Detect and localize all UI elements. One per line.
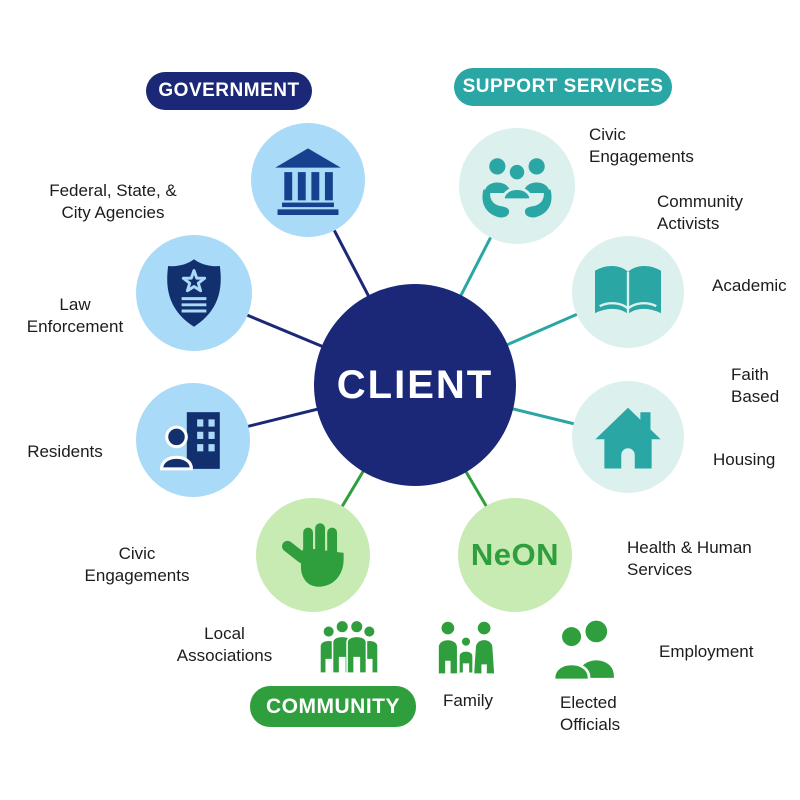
label-housing: Housing [713, 450, 776, 469]
bank-icon [275, 148, 341, 215]
family-icon-box [437, 618, 495, 683]
node-academic [572, 236, 684, 348]
label-civic-engagements-right: Civic Engagements [589, 125, 694, 166]
community-badge: COMMUNITY [250, 686, 416, 727]
two-people-icon [552, 620, 614, 682]
neon-label: NeON [470, 537, 560, 572]
label-academic: Academic [712, 276, 787, 295]
node-civic-engagements [459, 128, 575, 244]
raised-hand-icon [282, 523, 344, 587]
client-hub-label: CLIENT [336, 362, 494, 407]
label-family: Family [442, 691, 494, 710]
node-neon: NeON [458, 498, 572, 612]
node-law-enforcement [136, 235, 252, 351]
label-federal-agencies: Federal, State, & City Agencies [49, 181, 177, 222]
label-health-human-services: Health & Human Services [627, 538, 752, 579]
node-housing [572, 381, 684, 493]
label-residents: Residents [27, 442, 103, 461]
node-residents [136, 383, 250, 497]
label-local-associations: Local Associations [176, 624, 273, 665]
node-federal-agencies [251, 123, 365, 237]
resident-building-icon [160, 412, 220, 471]
client-hub-circle: CLIENT [314, 284, 516, 486]
label-law-enforcement: Law Enforcement [26, 295, 124, 336]
police-shield-icon [167, 259, 221, 327]
family-icon [438, 621, 495, 675]
hands-holding-people-icon [482, 158, 552, 218]
label-elected-officials: Elected Officials [560, 693, 621, 734]
open-book-icon [595, 266, 661, 315]
node-civic-hand [256, 498, 370, 612]
label-faith-based: Faith Based [731, 365, 780, 406]
government-badge: GOVERNMENT [146, 72, 312, 110]
house-icon [595, 407, 661, 469]
support-services-badge: SUPPORT SERVICES [454, 68, 672, 106]
elected-officials-icon-box [552, 618, 619, 687]
people-group-icon [319, 619, 379, 674]
local-associations-icon-box [318, 617, 380, 684]
label-civic-engagements-left: Civic Engagements [84, 544, 190, 585]
label-employment: Employment [659, 642, 754, 661]
label-community-activists: Community Activists [657, 192, 743, 233]
